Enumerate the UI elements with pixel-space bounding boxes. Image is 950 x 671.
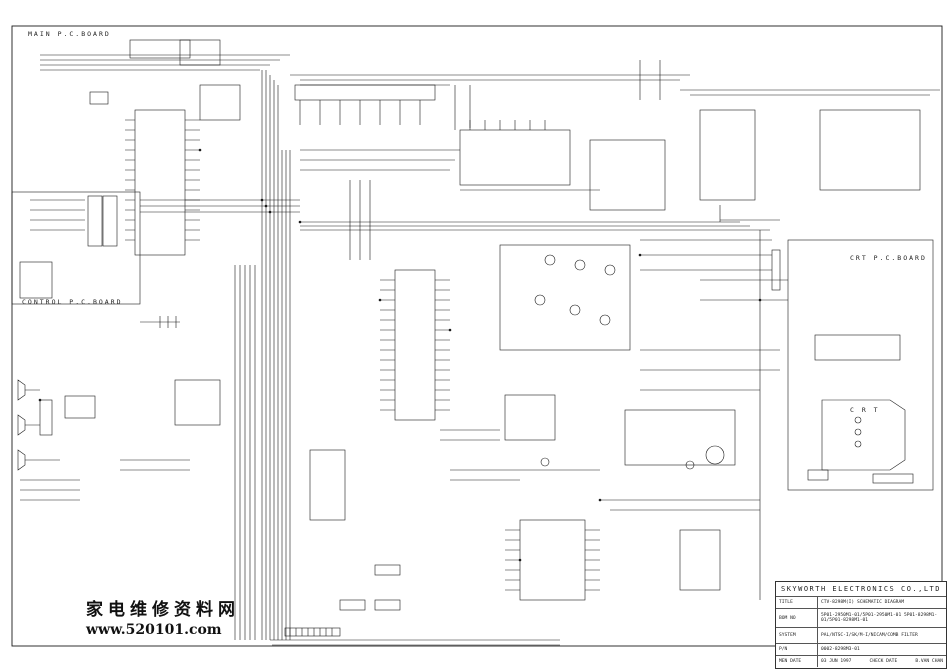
watermark: 家电维修资料网 www.520101.com <box>86 595 240 638</box>
date-value: 03 JUN 1997 <box>821 658 852 664</box>
pn-value: 0002-8298M3-01 <box>821 646 860 652</box>
main-board-label: MAIN P.C.BOARD <box>28 30 111 38</box>
bottom-ic <box>519 519 586 601</box>
bom-key: BOM NO <box>776 609 818 627</box>
tuner-block <box>294 84 436 101</box>
system-key: SYSTEM <box>776 628 818 643</box>
control-board-label: CONTROL P.C.BOARD <box>22 298 123 306</box>
bom-value: 5P01-2950M1-01/5P01-2950M1-01 5P01-8298M… <box>821 612 938 623</box>
crt-board-label: CRT P.C.BOARD <box>850 254 927 262</box>
title-value: CTV-8298M(I) SCHEMATIC DIAGRAM <box>821 599 904 605</box>
system-value: PAL/NTSC-I/SK/M-I/NICAM/COMB FILTER <box>821 632 918 638</box>
pn-key: P/N <box>776 644 818 655</box>
crt-board-outline <box>787 239 934 491</box>
crt-label: C R T <box>850 406 880 414</box>
watermark-url: www.520101.com <box>86 622 222 638</box>
check-date: CHECK DATE <box>869 658 898 664</box>
mcu-ic <box>134 109 186 256</box>
control-board-outline <box>11 191 141 305</box>
date-key: MEN DATE <box>776 656 818 667</box>
company-name: SKYWORTH ELECTRONICS CO.,LTD <box>780 585 941 593</box>
jungle-ic <box>394 269 436 421</box>
watermark-chinese: 家电维修资料网 <box>86 600 240 620</box>
drawn-by: B.VAN CHAN <box>915 658 943 664</box>
date-row: 03 JUN 1997 CHECK DATE B.VAN CHAN <box>818 659 946 664</box>
title-key: TITLE <box>776 597 818 608</box>
